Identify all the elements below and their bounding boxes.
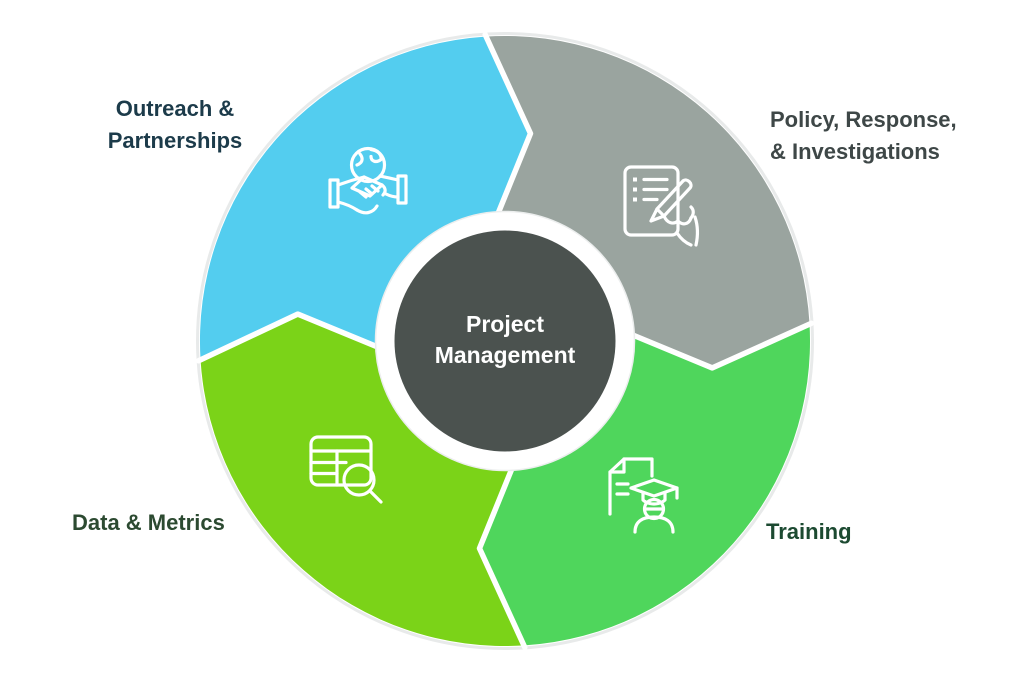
label-data-metrics: Data & Metrics xyxy=(72,507,225,539)
label-policy-line2: & Investigations xyxy=(770,139,940,164)
label-policy-response-investigations: Policy, Response, & Investigations xyxy=(770,104,957,168)
label-policy-line1: Policy, Response, xyxy=(770,107,957,132)
label-outreach-line2: Partnerships xyxy=(107,128,243,153)
center-hub-circle xyxy=(394,230,616,452)
separator-top xyxy=(482,31,534,220)
segment-separators xyxy=(195,31,815,651)
outer-halo-ring xyxy=(196,32,814,650)
center-label-project-management: Project Management xyxy=(395,309,615,371)
label-outreach-partnerships: Outreach & Partnerships xyxy=(60,93,290,157)
table-magnifier-icon xyxy=(309,435,383,504)
center-label-line1: Project xyxy=(466,311,544,337)
handshake-globe-icon xyxy=(328,146,408,215)
label-outreach-line1: Outreach & xyxy=(115,96,235,121)
label-training: Training xyxy=(766,516,852,548)
separator-left xyxy=(195,311,384,364)
label-data-line1: Data & Metrics xyxy=(72,510,225,535)
graduate-document-icon xyxy=(608,457,679,534)
document-pen-icon xyxy=(623,165,699,247)
separator-right xyxy=(627,320,815,371)
label-training-line1: Training xyxy=(766,519,852,544)
center-label-line2: Management xyxy=(434,342,576,368)
separator-bottom xyxy=(476,462,528,651)
